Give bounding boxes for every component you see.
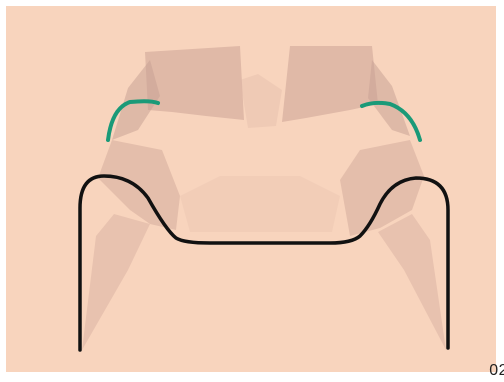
left-body-shadow [98, 140, 180, 230]
center-body-shadow [180, 176, 340, 232]
right-root-shadow [378, 214, 446, 350]
left-upper-shadow [145, 46, 244, 120]
center-gap-shadow [240, 74, 282, 128]
upper-shadow-group [145, 46, 378, 128]
left-root-shadow [82, 214, 150, 350]
figure-number: 02 [489, 362, 504, 380]
right-wing-shadow [368, 60, 410, 136]
right-upper-shadow [282, 46, 378, 122]
body-shadow-group [82, 140, 446, 350]
